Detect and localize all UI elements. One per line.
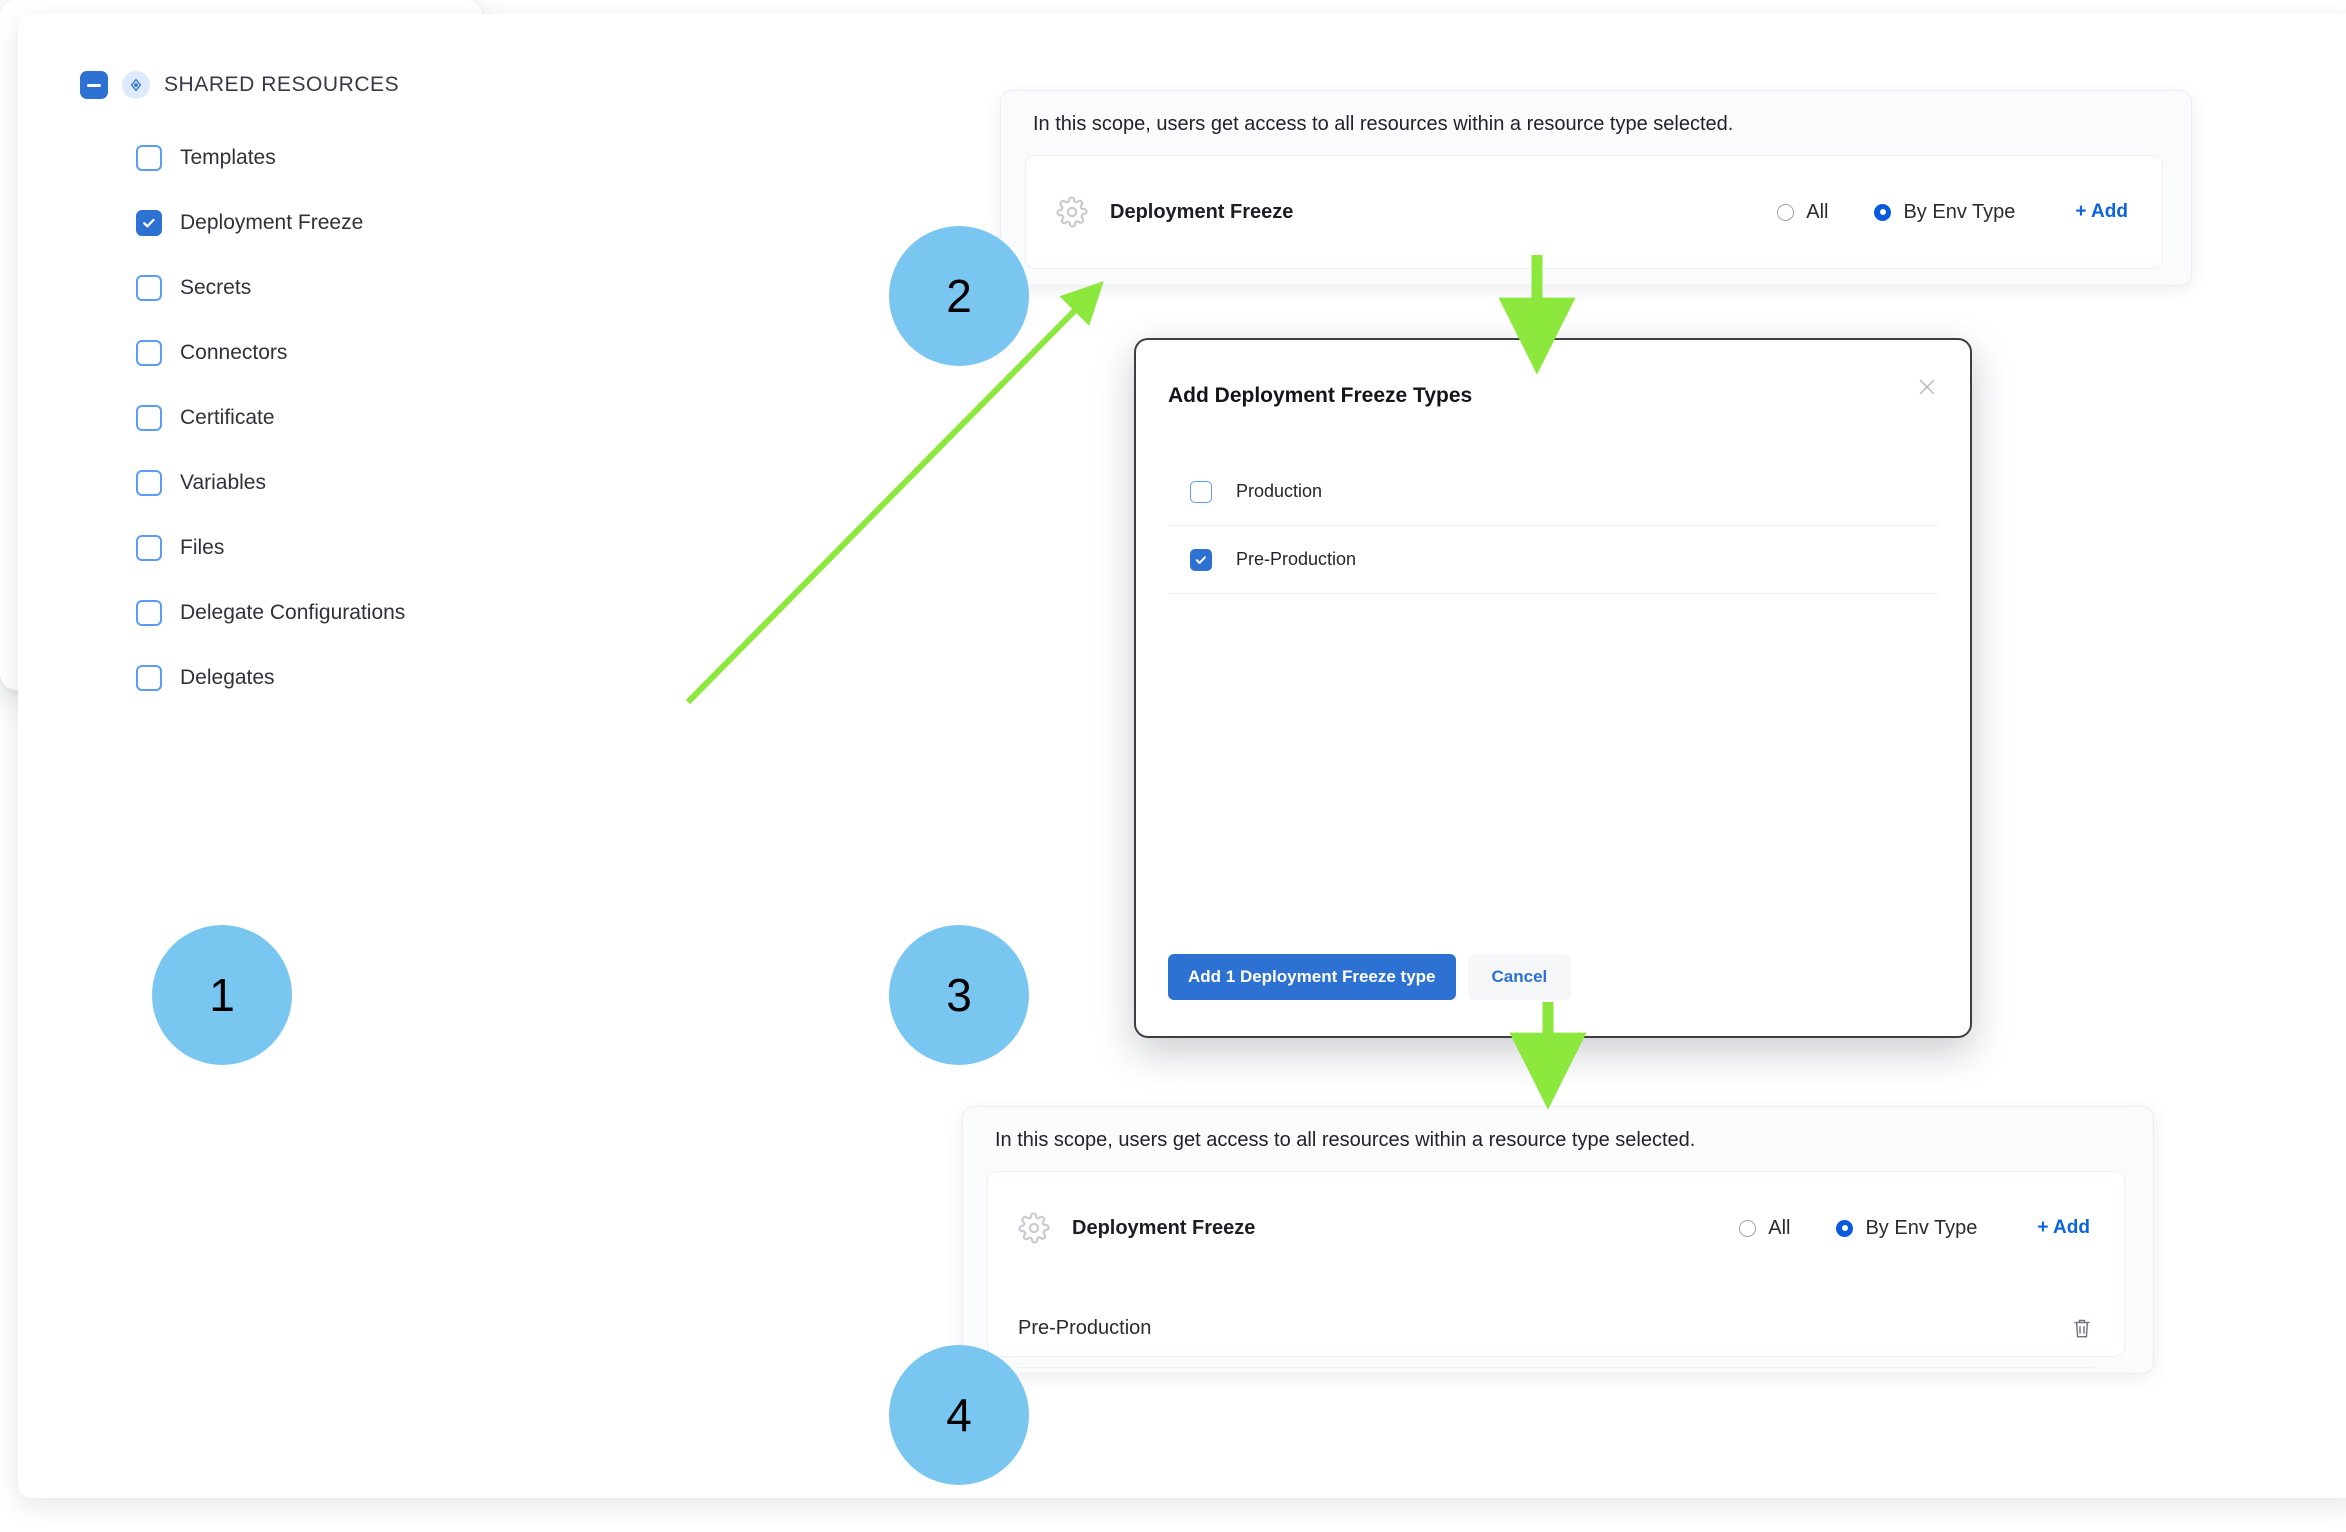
tree-item-templates[interactable]: Templates <box>136 136 496 179</box>
checkbox-deployment-freeze[interactable] <box>136 209 162 236</box>
radio-label: By Env Type <box>1865 1216 1978 1239</box>
checkbox-pre-production[interactable] <box>1190 548 1212 571</box>
checkbox-delegates[interactable] <box>136 664 162 691</box>
option-label: Pre-Production <box>1236 549 1357 569</box>
modal-footer: Add 1 Deployment Freeze type Cancel <box>1168 954 1572 1000</box>
step-marker-1: 1 <box>152 925 292 1065</box>
tree-item-variables[interactable]: Variables <box>136 461 496 504</box>
tree-item-label: Secrets <box>180 275 252 299</box>
scope-mode-radio-group: All By Env Type <box>1739 1217 1977 1240</box>
tree-item-label: Deployment Freeze <box>180 210 364 234</box>
add-deployment-freeze-types-modal: Add Deployment Freeze Types Production P… <box>1134 338 1972 1038</box>
tree-item-files[interactable]: Files <box>136 526 496 569</box>
trash-icon[interactable] <box>2070 1316 2094 1342</box>
tree-item-label: Delegate Configurations <box>180 600 406 624</box>
tree-item-label: Files <box>180 535 225 559</box>
close-icon[interactable] <box>1910 370 1944 404</box>
selected-env-row: Pre-Production <box>1018 1290 2094 1368</box>
checkbox-delegate-configurations[interactable] <box>136 599 162 626</box>
freeze-type-option-pre-production[interactable]: Pre-Production <box>1168 526 1938 594</box>
tree-item-connectors[interactable]: Connectors <box>136 331 496 374</box>
resource-node-icon <box>122 71 150 99</box>
checkbox-files[interactable] <box>136 534 162 561</box>
add-button[interactable]: + Add <box>2037 1217 2090 1238</box>
gear-icon <box>1018 1212 1050 1244</box>
tree-item-delegate-configurations[interactable]: Delegate Configurations <box>136 591 496 634</box>
scope-resource-card: Deployment Freeze All By Env Type + Add … <box>987 1171 2125 1368</box>
shared-resources-list: Templates Deployment Freeze Secrets Conn… <box>136 136 496 721</box>
tree-item-certificate[interactable]: Certificate <box>136 396 496 439</box>
gear-icon <box>1056 196 1088 228</box>
scope-resource-name: Deployment Freeze <box>1110 200 1294 223</box>
modal-title: Add Deployment Freeze Types <box>1168 384 1473 407</box>
tree-item-delegates[interactable]: Delegates <box>136 656 496 699</box>
minus-icon[interactable] <box>80 71 108 99</box>
radio-icon-by-env-type[interactable] <box>1836 1219 1854 1237</box>
scope-mode-radio-group: All By Env Type <box>1777 201 2015 224</box>
add-button[interactable]: + Add <box>2075 201 2128 222</box>
checkbox-secrets[interactable] <box>136 274 162 301</box>
radio-icon-all[interactable] <box>1739 1219 1757 1237</box>
shared-resources-panel: SHARED RESOURCES Templates Deployment Fr… <box>0 0 2346 1498</box>
selected-env-name: Pre-Production <box>1018 1317 1152 1339</box>
add-freeze-type-button[interactable]: Add 1 Deployment Freeze type <box>1168 954 1456 1000</box>
checkbox-production[interactable] <box>1190 480 1212 503</box>
radio-icon-all[interactable] <box>1777 203 1795 221</box>
scope-description: In this scope, users get access to all r… <box>1033 113 1734 135</box>
freeze-type-option-production[interactable]: Production <box>1168 458 1938 526</box>
radio-icon-by-env-type[interactable] <box>1874 203 1892 221</box>
tree-item-secrets[interactable]: Secrets <box>136 266 496 309</box>
option-label: Production <box>1236 481 1323 501</box>
tree-item-label: Variables <box>180 470 266 494</box>
radio-label: All <box>1768 1216 1791 1239</box>
radio-option-by-env-type[interactable]: By Env Type <box>1874 201 2015 224</box>
scope-panel-after: In this scope, users get access to all r… <box>962 1106 2154 1374</box>
tree-item-label: Delegates <box>180 665 275 689</box>
scope-description: In this scope, users get access to all r… <box>995 1129 1696 1151</box>
cancel-button[interactable]: Cancel <box>1467 954 1572 1000</box>
checkbox-connectors[interactable] <box>136 339 162 366</box>
checkbox-certificate[interactable] <box>136 404 162 431</box>
shared-resources-header[interactable]: SHARED RESOURCES <box>80 71 399 99</box>
step-marker-2: 2 <box>889 226 1029 366</box>
scope-panel-before: In this scope, users get access to all r… <box>1000 90 2192 286</box>
shared-resources-title: SHARED RESOURCES <box>164 73 400 96</box>
scope-resource-row: Deployment Freeze All By Env Type + Add <box>1026 156 2162 268</box>
scope-resource-row: Deployment Freeze All By Env Type + Add <box>988 1172 2124 1284</box>
radio-label: By Env Type <box>1903 200 2016 223</box>
tree-item-label: Templates <box>180 145 276 169</box>
radio-option-all[interactable]: All <box>1777 201 1828 224</box>
tree-item-label: Connectors <box>180 340 288 364</box>
freeze-type-option-list: Production Pre-Production <box>1168 458 1938 594</box>
step-marker-3: 3 <box>889 925 1029 1065</box>
radio-option-all[interactable]: All <box>1739 1217 1790 1240</box>
tree-item-label: Certificate <box>180 405 275 429</box>
tree-item-deployment-freeze[interactable]: Deployment Freeze <box>136 201 496 244</box>
scope-resource-card: Deployment Freeze All By Env Type + Add <box>1025 155 2163 269</box>
checkbox-variables[interactable] <box>136 469 162 496</box>
radio-option-by-env-type[interactable]: By Env Type <box>1836 1217 1977 1240</box>
checkbox-templates[interactable] <box>136 144 162 171</box>
scope-resource-name: Deployment Freeze <box>1072 1216 1256 1239</box>
step-marker-4: 4 <box>889 1345 1029 1485</box>
radio-label: All <box>1806 200 1829 223</box>
